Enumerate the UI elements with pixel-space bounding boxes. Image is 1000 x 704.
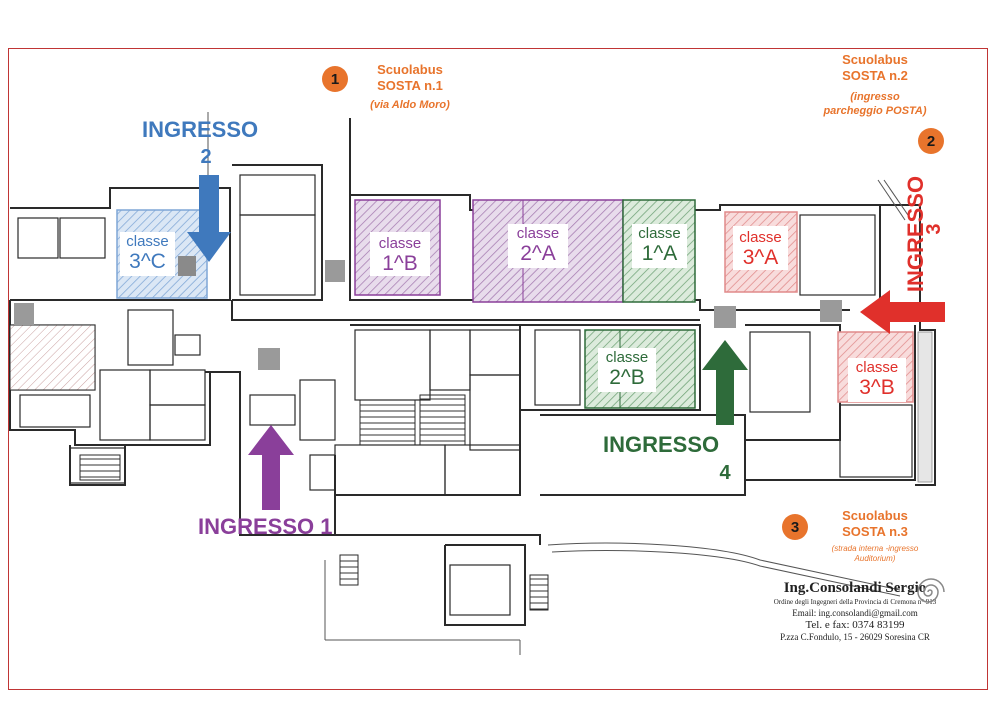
stop-1-note: (via Aldo Moro) — [370, 99, 450, 111]
entrance-2-label: INGRESSO — [142, 117, 259, 142]
classroom-3b-code: 3^B — [859, 376, 895, 399]
title-block-phone: Tel. e fax: 0374 83199 — [805, 619, 905, 631]
classroom-1a-code: 1^A — [641, 242, 678, 265]
stop-3-badge: 3 — [782, 514, 808, 540]
stop-3-number: 3 — [790, 518, 800, 536]
classroom-2b: classe 2^B — [598, 348, 656, 388]
stop-1-badge: 1 — [322, 66, 348, 92]
title-block-name: Ing.Consolandi Sergio — [783, 580, 927, 596]
stop-3-note-line2: Auditorium) — [854, 554, 896, 563]
stop-2-note-line2: parcheggio POSTA) — [823, 105, 927, 117]
title-block-line1: Ordine degli Ingegneri della Provincia d… — [773, 598, 937, 606]
classroom-2a: classe 2^A — [508, 224, 568, 264]
classroom-1b-word: classe — [378, 235, 422, 252]
stop-2-note: (ingresso parcheggio POSTA) — [800, 90, 950, 118]
stop-3-title: Scuolabus SOSTA n.3 — [820, 508, 930, 540]
stop-2-number: 2 — [926, 132, 936, 150]
classroom-1b: classe 1^B — [370, 234, 430, 274]
classroom-2b-word: classe — [605, 349, 649, 366]
stop-3-note: (strada interna -ingresso Auditorium) — [815, 544, 935, 564]
stop-3-subtitle: SOSTA n.3 — [842, 524, 908, 539]
classroom-3a-word: classe — [739, 229, 782, 246]
stop-2-note-line1: (ingresso — [850, 91, 900, 103]
entrance-2-number: 2 — [200, 146, 212, 168]
stop-2-badge: 2 — [918, 128, 944, 154]
entrance-4-label: INGRESSO — [603, 432, 720, 457]
stop-3-title-line: Scuolabus — [842, 508, 908, 523]
stop-2-subtitle: SOSTA n.2 — [842, 68, 908, 83]
stop-1-title-line: Scuolabus — [377, 62, 443, 77]
title-block: Ing.Consolandi Sergio Ordine degli Ingeg… — [760, 580, 950, 643]
classroom-1b-code: 1^B — [382, 252, 418, 275]
classroom-2b-code: 2^B — [609, 366, 645, 389]
classroom-3b-word: classe — [855, 359, 899, 376]
logo-spiral-icon — [917, 578, 945, 603]
classroom-1a: classe 1^A — [632, 224, 687, 264]
stop-1-subtitle: SOSTA n.1 — [377, 78, 443, 93]
emergency-exit-sign-group — [14, 256, 842, 370]
classroom-3a-code: 3^A — [742, 246, 779, 269]
drawing-frame — [8, 48, 988, 690]
stop-2-title: Scuolabus SOSTA n.2 — [810, 52, 940, 84]
classroom-3a: classe 3^A — [733, 228, 788, 268]
stop-3-note-line1: (strada interna -ingresso — [831, 544, 919, 553]
entrance-1-label: INGRESSO 1 — [198, 514, 333, 539]
classroom-3b: classe 3^B — [848, 358, 906, 398]
stop-1-title: Scuolabus SOSTA n.1 — [360, 62, 460, 94]
entrance-3-number: 3 — [923, 223, 945, 235]
classroom-1a-word: classe — [638, 225, 681, 242]
classroom-3c-word: classe — [126, 233, 169, 250]
entrance-4-number: 4 — [719, 462, 731, 484]
stop-2-title-line: Scuolabus — [842, 52, 908, 67]
title-block-email: Email: ing.consolandi@gmail.com — [792, 608, 918, 618]
classroom-3c: classe 3^C — [120, 232, 175, 272]
classroom-3c-code: 3^C — [129, 250, 166, 273]
entrance-arrows — [187, 175, 945, 510]
classroom-2a-word: classe — [516, 225, 560, 242]
stop-1-number: 1 — [330, 70, 340, 88]
title-block-address: P.zza C.Fondulo, 15 - 26029 Soresina CR — [780, 632, 930, 642]
classroom-2a-code: 2^A — [520, 242, 556, 265]
